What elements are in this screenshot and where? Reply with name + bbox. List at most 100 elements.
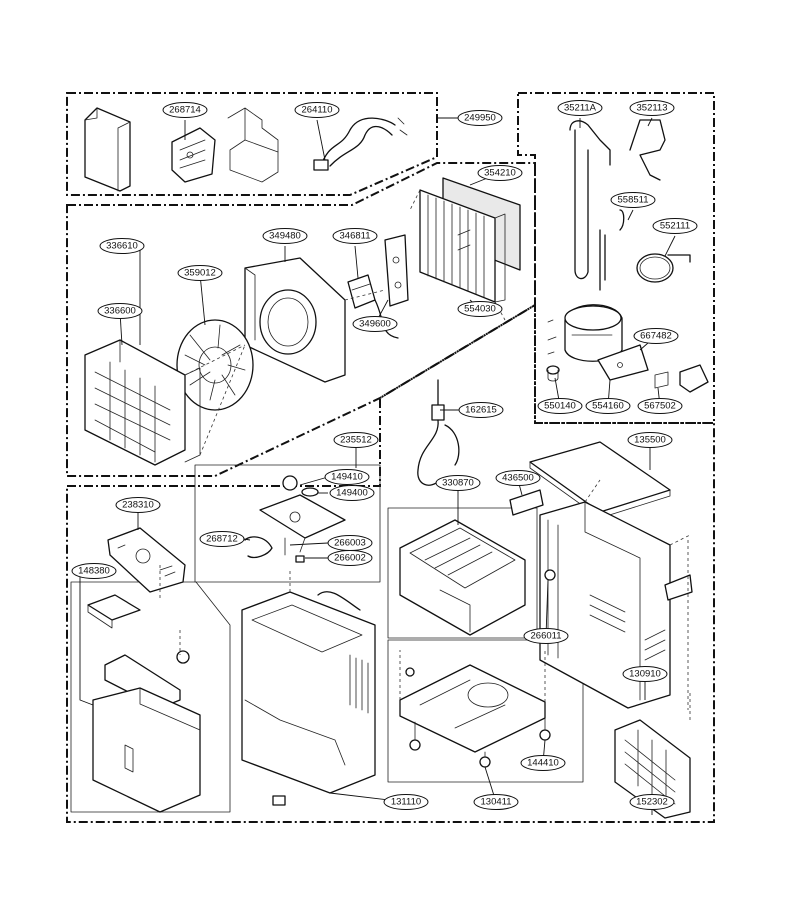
assembly-frames (66, 92, 715, 823)
callout-oval (115, 497, 161, 513)
part-number-label: 554160 (592, 401, 624, 412)
top-cover-drawing (529, 441, 671, 519)
callout-oval (352, 316, 398, 332)
rear-panel-drawing (509, 489, 693, 709)
part-number-label: 130910 (629, 669, 661, 680)
callout-oval (199, 531, 245, 547)
callout-oval (457, 301, 503, 317)
callout-oval (383, 794, 429, 810)
part-number-label: 162615 (465, 405, 497, 416)
callout-part-349600: 349600 (352, 316, 398, 332)
part-number-label: 550140 (544, 401, 576, 412)
part-number-label: 330870 (442, 478, 474, 489)
part-number-label: 349600 (359, 319, 391, 330)
wire-harness-drawing (313, 117, 408, 171)
callout-oval (99, 238, 145, 254)
part-number-label: 144410 (527, 758, 559, 769)
callout-oval (477, 165, 523, 181)
callout-oval (97, 303, 143, 319)
part-number-label: 268714 (169, 105, 201, 116)
frame-lower-cabinet (66, 303, 715, 823)
callout-part-268714: 268714 (162, 102, 208, 118)
part-number-label: 149400 (336, 488, 368, 499)
water-bucket-drawing (87, 594, 201, 813)
part-number-label: 266003 (334, 538, 366, 549)
callout-oval (585, 398, 631, 414)
callout-oval (520, 755, 566, 771)
callout-part-162615: 162615 (458, 402, 504, 418)
part-callouts: 249950 268714 264110 35211A 352113 354210 5585… (71, 100, 698, 810)
callout-oval (458, 402, 504, 418)
part-number-label: 667482 (640, 331, 672, 342)
part-number-label: 152302 (636, 797, 668, 808)
part-number-label: 554030 (464, 304, 496, 315)
part-number-label: 552111 (660, 221, 690, 232)
callout-part-336610: 336610 (99, 238, 145, 254)
callout-part-436500: 436500 (495, 470, 541, 486)
callout-part-330870: 330870 (435, 475, 481, 491)
callout-oval (537, 398, 583, 414)
callout-oval (324, 469, 370, 485)
callout-part-152302: 152302 (629, 794, 675, 810)
callout-oval (622, 666, 668, 682)
part-number-label: 436500 (502, 473, 534, 484)
part-number-label: 354210 (484, 168, 516, 179)
callout-part-235512: 235512 (333, 432, 379, 448)
part-number-label: 349480 (269, 231, 301, 242)
front-cover-plate-drawing (84, 107, 131, 192)
callout-part-249950: 249950 (457, 110, 503, 126)
callout-part-266011: 266011 (523, 628, 569, 644)
callout-oval (457, 110, 503, 126)
callout-oval (294, 102, 340, 118)
callout-oval (629, 794, 675, 810)
pcb-assembly-drawing (244, 475, 346, 563)
callout-oval (435, 475, 481, 491)
callout-part-130411: 130411 (473, 794, 519, 810)
callout-part-144410: 144410 (520, 755, 566, 771)
part-number-label: 266011 (531, 631, 562, 642)
fan-shroud-drawing (244, 257, 346, 383)
base-pan-drawing (399, 664, 551, 768)
callout-oval (162, 102, 208, 118)
frame-control-box (66, 92, 438, 196)
callout-part-149400: 149400 (329, 485, 375, 501)
callout-part-352113: 352113 (629, 100, 675, 116)
part-number-label: 359012 (184, 268, 216, 279)
callout-oval (627, 432, 673, 448)
callout-oval (610, 192, 656, 208)
frame-base (387, 639, 584, 783)
callout-oval (327, 550, 373, 566)
part-number-label: 131110 (391, 797, 421, 808)
part-number-label: 336610 (106, 241, 138, 252)
part-number-label: 130411 (481, 797, 512, 808)
drain-pan-drawing (399, 519, 556, 636)
part-number-label: 352113 (637, 103, 668, 114)
part-number-label: 567502 (644, 401, 676, 412)
part-number-label: 268712 (206, 534, 238, 545)
callout-oval (557, 100, 603, 116)
callout-oval (332, 228, 378, 244)
part-number-label: 35211A (564, 103, 597, 114)
switch-holder-drawing (171, 107, 279, 183)
callout-part-359012: 359012 (177, 265, 223, 281)
condenser-coil-drawing (419, 177, 521, 303)
part-number-label: 235512 (340, 435, 372, 446)
part-number-label: 558511 (618, 195, 649, 206)
callout-part-558511: 558511 (610, 192, 656, 208)
callout-part-336600: 336600 (97, 303, 143, 319)
callout-part-135500: 135500 (627, 432, 673, 448)
callout-part-554160: 554160 (585, 398, 631, 414)
callout-part-266002: 266002 (327, 550, 373, 566)
callout-part-354210: 354210 (477, 165, 523, 181)
callout-oval (633, 328, 679, 344)
part-number-label: 336600 (104, 306, 136, 317)
callout-part-131110: 131110 (383, 794, 429, 810)
callout-part-264110: 264110 (294, 102, 340, 118)
callout-part-667482: 667482 (633, 328, 679, 344)
control-panel-drawing (107, 527, 186, 593)
fan-blade-drawing (176, 319, 254, 411)
assembly-guidelines (159, 189, 691, 720)
callout-part-130910: 130910 (622, 666, 668, 682)
